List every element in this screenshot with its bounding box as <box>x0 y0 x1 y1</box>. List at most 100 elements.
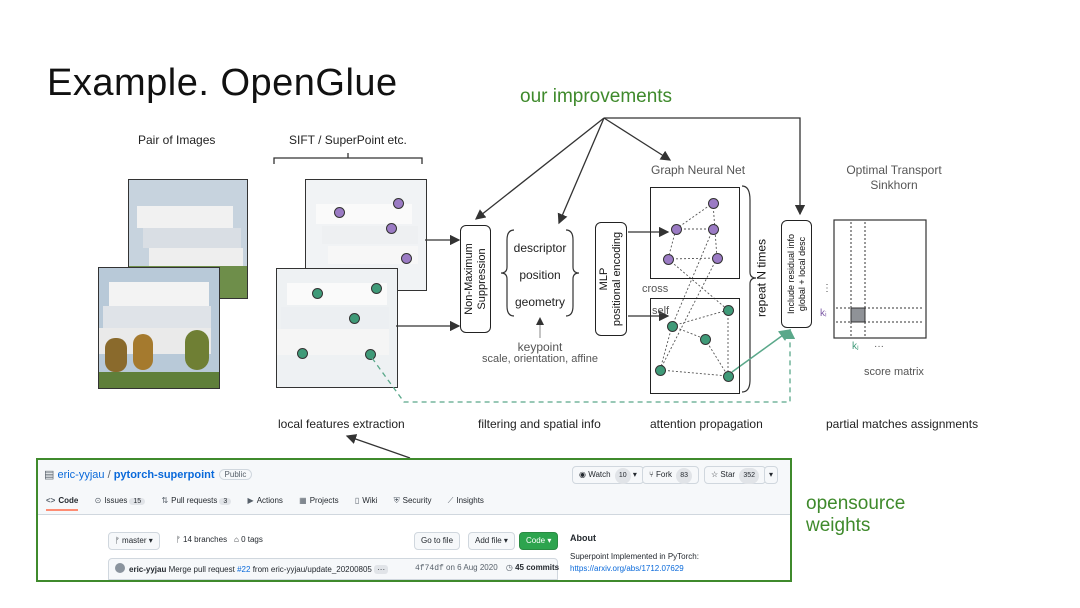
residual-label-line1: Include residual info <box>785 233 796 315</box>
gnn-node-teal <box>723 371 734 382</box>
nms-box: Non-Maximum Suppression <box>460 225 491 333</box>
about-link[interactable]: https://arxiv.org/abs/1712.07629 <box>570 564 684 573</box>
ki-label: kᵢ <box>820 308 827 319</box>
stage-attention: attention propagation <box>650 417 763 431</box>
residual-box: Include residual info global + local des… <box>781 220 812 328</box>
keypoint-teal <box>312 288 323 299</box>
watch-label: Watch <box>588 470 611 479</box>
code-icon: <> <box>46 496 56 505</box>
pull-request-icon: ⇅ <box>161 496 169 505</box>
keypoints-image-b <box>276 268 398 388</box>
keypoint-teal <box>365 349 376 360</box>
attr-geometry: geometry <box>514 295 566 309</box>
tab-label: Projects <box>309 496 339 505</box>
pull-requests-count: 3 <box>219 498 232 505</box>
ot-title-line2: Sinkhorn <box>870 178 918 192</box>
score-matrix-label: score matrix <box>864 366 924 378</box>
gnn-node-teal <box>667 321 678 332</box>
chevron-down-icon: ▾ <box>632 470 637 479</box>
history-icon: ◷ <box>505 563 513 572</box>
tags-link[interactable]: ⌂ 0 tags <box>234 535 263 544</box>
mlp-label-line1: MLP <box>598 267 610 291</box>
fork-count: 83 <box>676 468 693 484</box>
nms-label-line1: Non-Maximum <box>462 243 475 315</box>
repo-name-link[interactable]: pytorch-superpoint <box>113 469 215 481</box>
about-title: About <box>570 533 596 543</box>
tag-icon: ⌂ <box>234 535 242 544</box>
commit-author[interactable]: eric-yyjau <box>129 565 167 574</box>
self-label: self <box>652 305 670 317</box>
branches-link[interactable]: ᚠ 14 branches <box>176 535 227 544</box>
fork-label: Fork <box>656 470 673 479</box>
play-icon: ▶ <box>247 496 254 505</box>
code-button-label: Code <box>526 536 546 545</box>
gnn-node-purple <box>708 198 719 209</box>
residual-label-line2: global + local desc <box>796 236 807 312</box>
gnn-node-purple <box>671 224 682 235</box>
tab-projects[interactable]: ▦Projects <box>299 496 338 505</box>
stage-partial-matches: partial matches assignments <box>826 417 979 431</box>
tab-wiki[interactable]: ▯Wiki <box>355 496 378 505</box>
graph-icon: ⟋ <box>447 496 454 505</box>
add-file-button[interactable]: Add file ▾ <box>468 532 515 550</box>
fork-icon: ⑂ <box>649 470 657 479</box>
features-bracket <box>273 153 423 164</box>
keypoint-purple <box>334 207 345 218</box>
code-button[interactable]: Code ▾ <box>519 532 559 550</box>
project-icon: ▦ <box>299 496 307 505</box>
keypoint-purple <box>393 198 404 209</box>
avatar <box>115 563 125 573</box>
stage-local-features: local features extraction <box>278 417 405 431</box>
gnn-node-teal <box>723 305 734 316</box>
gnn-node-purple <box>712 253 723 264</box>
tab-code[interactable]: <>Code <box>46 496 79 511</box>
latest-commit-bar: eric-yyjau Merge pull request #22 from e… <box>108 558 559 580</box>
watch-button[interactable]: ◉ Watch 10 ▾ <box>572 466 644 484</box>
branch-select[interactable]: ᚠ master ▾ <box>108 532 160 550</box>
chevron-down-icon: ▾ <box>547 536 552 545</box>
nms-label-line2: Suppression <box>475 248 488 310</box>
branch-icon: ᚠ <box>115 536 123 545</box>
commit-ellipsis-button[interactable]: ··· <box>374 565 389 574</box>
add-file-label: Add file <box>475 536 502 545</box>
star-dropdown-button[interactable]: ▾ <box>764 466 779 484</box>
gnn-node-purple <box>708 224 719 235</box>
mlp-label-line2: positional encoding <box>611 231 623 327</box>
tab-label: Code <box>58 496 79 505</box>
commit-meta: 4f74df on 6 Aug 2020 ◷ 45 commits <box>415 563 559 573</box>
commit-message-suffix: from eric-yyjau/update_20200805 <box>252 565 372 574</box>
visibility-badge: Public <box>218 469 253 480</box>
shield-icon: ⛨ <box>393 496 400 505</box>
fork-button[interactable]: ⑂ Fork 83 <box>642 466 700 484</box>
tab-insights[interactable]: ⟋Insights <box>448 496 484 506</box>
tab-label: Wiki <box>362 496 378 505</box>
tab-label: Security <box>402 496 432 505</box>
opensource-note-line2: weights <box>806 515 871 536</box>
tab-security[interactable]: ⛨Security <box>394 496 432 506</box>
commit-count[interactable]: 45 commits <box>515 563 560 572</box>
go-to-file-button[interactable]: Go to file <box>414 532 461 550</box>
commit-pr-link[interactable]: #22 <box>237 565 251 574</box>
keypoint-teal <box>349 313 360 324</box>
gnn-node-purple <box>663 254 674 265</box>
image-b-photo <box>98 267 220 389</box>
keypoint-label: keypoint <box>517 340 563 354</box>
attr-position: position <box>519 268 561 282</box>
tab-label: Pull requests <box>171 496 218 505</box>
gnn-title: Graph Neural Net <box>651 163 746 177</box>
repo-owner-link[interactable]: eric-yyjau <box>57 469 105 481</box>
our-improvements-note: our improvements <box>520 86 673 107</box>
gnn-upper-graph <box>650 187 740 279</box>
star-button[interactable]: ☆ Star 352 <box>704 466 766 484</box>
pair-of-images-label: Pair of Images <box>138 133 216 147</box>
chevron-down-icon: ▾ <box>503 536 508 545</box>
repeat-label-wrap: repeat N times <box>753 236 771 320</box>
tab-actions[interactable]: ▶Actions <box>248 496 283 505</box>
issue-icon: ⊙ <box>94 496 102 505</box>
commit-hash[interactable]: 4f74df <box>415 564 444 573</box>
